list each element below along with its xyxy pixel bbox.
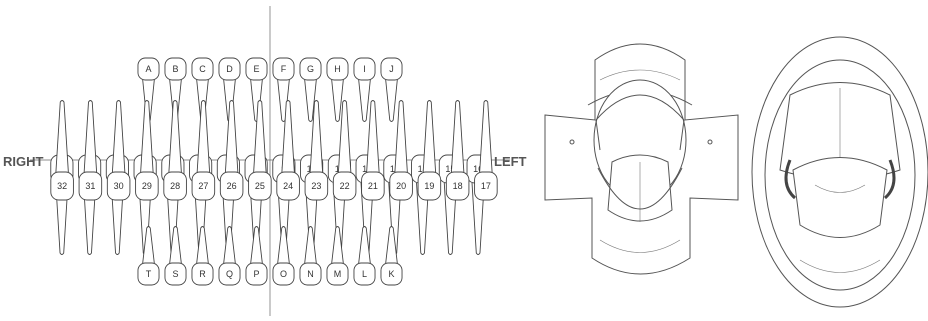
- left-label: LEFT: [494, 154, 527, 169]
- primary-upper-tooth-label: J: [389, 64, 394, 74]
- teeth-layer: ABCDEFGHIJ123456789101112131415163231302…: [51, 58, 497, 285]
- permanent-lower-tooth-root: [197, 101, 209, 173]
- permanent-lower-tooth-26: 26: [220, 101, 243, 201]
- permanent-lower-tooth-label: 17: [481, 181, 491, 191]
- primary-upper-tooth-label: H: [334, 64, 341, 74]
- primary-lower-tooth-s: S: [165, 227, 186, 286]
- permanent-lower-tooth-17: 17: [475, 101, 498, 201]
- primary-upper-tooth-label: A: [145, 64, 151, 74]
- primary-lower-tooth-l: L: [354, 227, 375, 286]
- permanent-lower-tooth-19: 19: [418, 101, 441, 201]
- primary-lower-tooth-label: S: [172, 269, 178, 279]
- primary-upper-tooth-label: B: [172, 64, 178, 74]
- permanent-lower-tooth-label: 30: [114, 181, 124, 191]
- permanent-lower-tooth-24: 24: [277, 101, 300, 201]
- permanent-lower-tooth-label: 32: [57, 181, 67, 191]
- permanent-lower-tooth-label: 21: [368, 181, 378, 191]
- primary-lower-tooth-label: T: [146, 269, 152, 279]
- primary-upper-tooth-root: [359, 80, 371, 122]
- permanent-lower-tooth-label: 19: [424, 181, 434, 191]
- primary-upper-tooth-label: G: [307, 64, 314, 74]
- primary-lower-tooth-r: R: [192, 227, 213, 286]
- permanent-lower-tooth-root: [112, 101, 124, 173]
- primary-lower-tooth-label: N: [307, 269, 314, 279]
- primary-lower-tooth-label: K: [388, 269, 394, 279]
- primary-lower-tooth-n: N: [300, 227, 321, 286]
- permanent-lower-tooth-root: [56, 101, 68, 173]
- permanent-lower-tooth-28: 28: [164, 101, 187, 201]
- primary-lower-tooth-label: P: [253, 269, 259, 279]
- open-mouth-diagram: [545, 44, 738, 274]
- primary-upper-tooth-e: E: [246, 58, 267, 122]
- primary-upper-tooth-label: D: [226, 64, 233, 74]
- primary-lower-tooth-label: L: [362, 269, 367, 279]
- primary-lower-tooth-label: M: [334, 269, 342, 279]
- permanent-lower-tooth-label: 25: [255, 181, 265, 191]
- permanent-lower-tooth-18: 18: [446, 101, 469, 201]
- permanent-lower-tooth-label: 27: [198, 181, 208, 191]
- primary-lower-tooth-t: T: [138, 227, 159, 286]
- permanent-lower-tooth-label: 28: [170, 181, 180, 191]
- permanent-lower-tooth-25: 25: [249, 101, 272, 201]
- primary-upper-tooth-label: F: [281, 64, 287, 74]
- primary-lower-tooth-m: M: [327, 227, 348, 286]
- primary-upper-tooth-label: E: [253, 64, 259, 74]
- permanent-lower-tooth-29: 29: [136, 101, 159, 201]
- permanent-lower-tooth-label: 20: [396, 181, 406, 191]
- permanent-lower-tooth-27: 27: [192, 101, 215, 201]
- permanent-lower-tooth-label: 31: [85, 181, 95, 191]
- permanent-lower-tooth-label: 29: [142, 181, 152, 191]
- primary-lower-tooth-label: Q: [226, 269, 233, 279]
- permanent-lower-tooth-label: 24: [283, 181, 293, 191]
- permanent-lower-tooth-31: 31: [79, 101, 102, 201]
- primary-lower-tooth-o: O: [273, 227, 294, 286]
- permanent-lower-tooth-root: [367, 101, 379, 173]
- permanent-lower-tooth-label: 18: [453, 181, 463, 191]
- primary-lower-tooth-q: Q: [219, 227, 240, 286]
- floor-of-mouth-diagram: [752, 37, 928, 307]
- primary-upper-tooth-label: I: [363, 64, 366, 74]
- primary-upper-tooth-label: C: [199, 64, 206, 74]
- primary-upper-tooth-root: [386, 80, 398, 122]
- primary-lower-tooth-root: [251, 227, 263, 264]
- permanent-lower-tooth-root: [451, 101, 463, 173]
- primary-lower-tooth-label: R: [199, 269, 206, 279]
- permanent-lower-tooth-root: [395, 101, 407, 173]
- primary-lower-tooth-p: P: [246, 227, 267, 286]
- permanent-lower-tooth-label: 26: [227, 181, 237, 191]
- primary-lower-tooth-root: [278, 227, 290, 264]
- right-label: RIGHT: [3, 154, 44, 169]
- primary-lower-tooth-k: K: [381, 227, 402, 286]
- permanent-lower-tooth-label: 23: [311, 181, 321, 191]
- permanent-lower-tooth-root: [423, 101, 435, 173]
- permanent-lower-tooth-root: [84, 101, 96, 173]
- primary-lower-tooth-label: O: [280, 269, 287, 279]
- permanent-lower-tooth-root: [480, 101, 492, 173]
- permanent-lower-tooth-root: [169, 101, 181, 173]
- permanent-lower-tooth-32: 32: [51, 101, 74, 201]
- permanent-lower-tooth-30: 30: [107, 101, 130, 201]
- permanent-lower-tooth-label: 22: [340, 181, 350, 191]
